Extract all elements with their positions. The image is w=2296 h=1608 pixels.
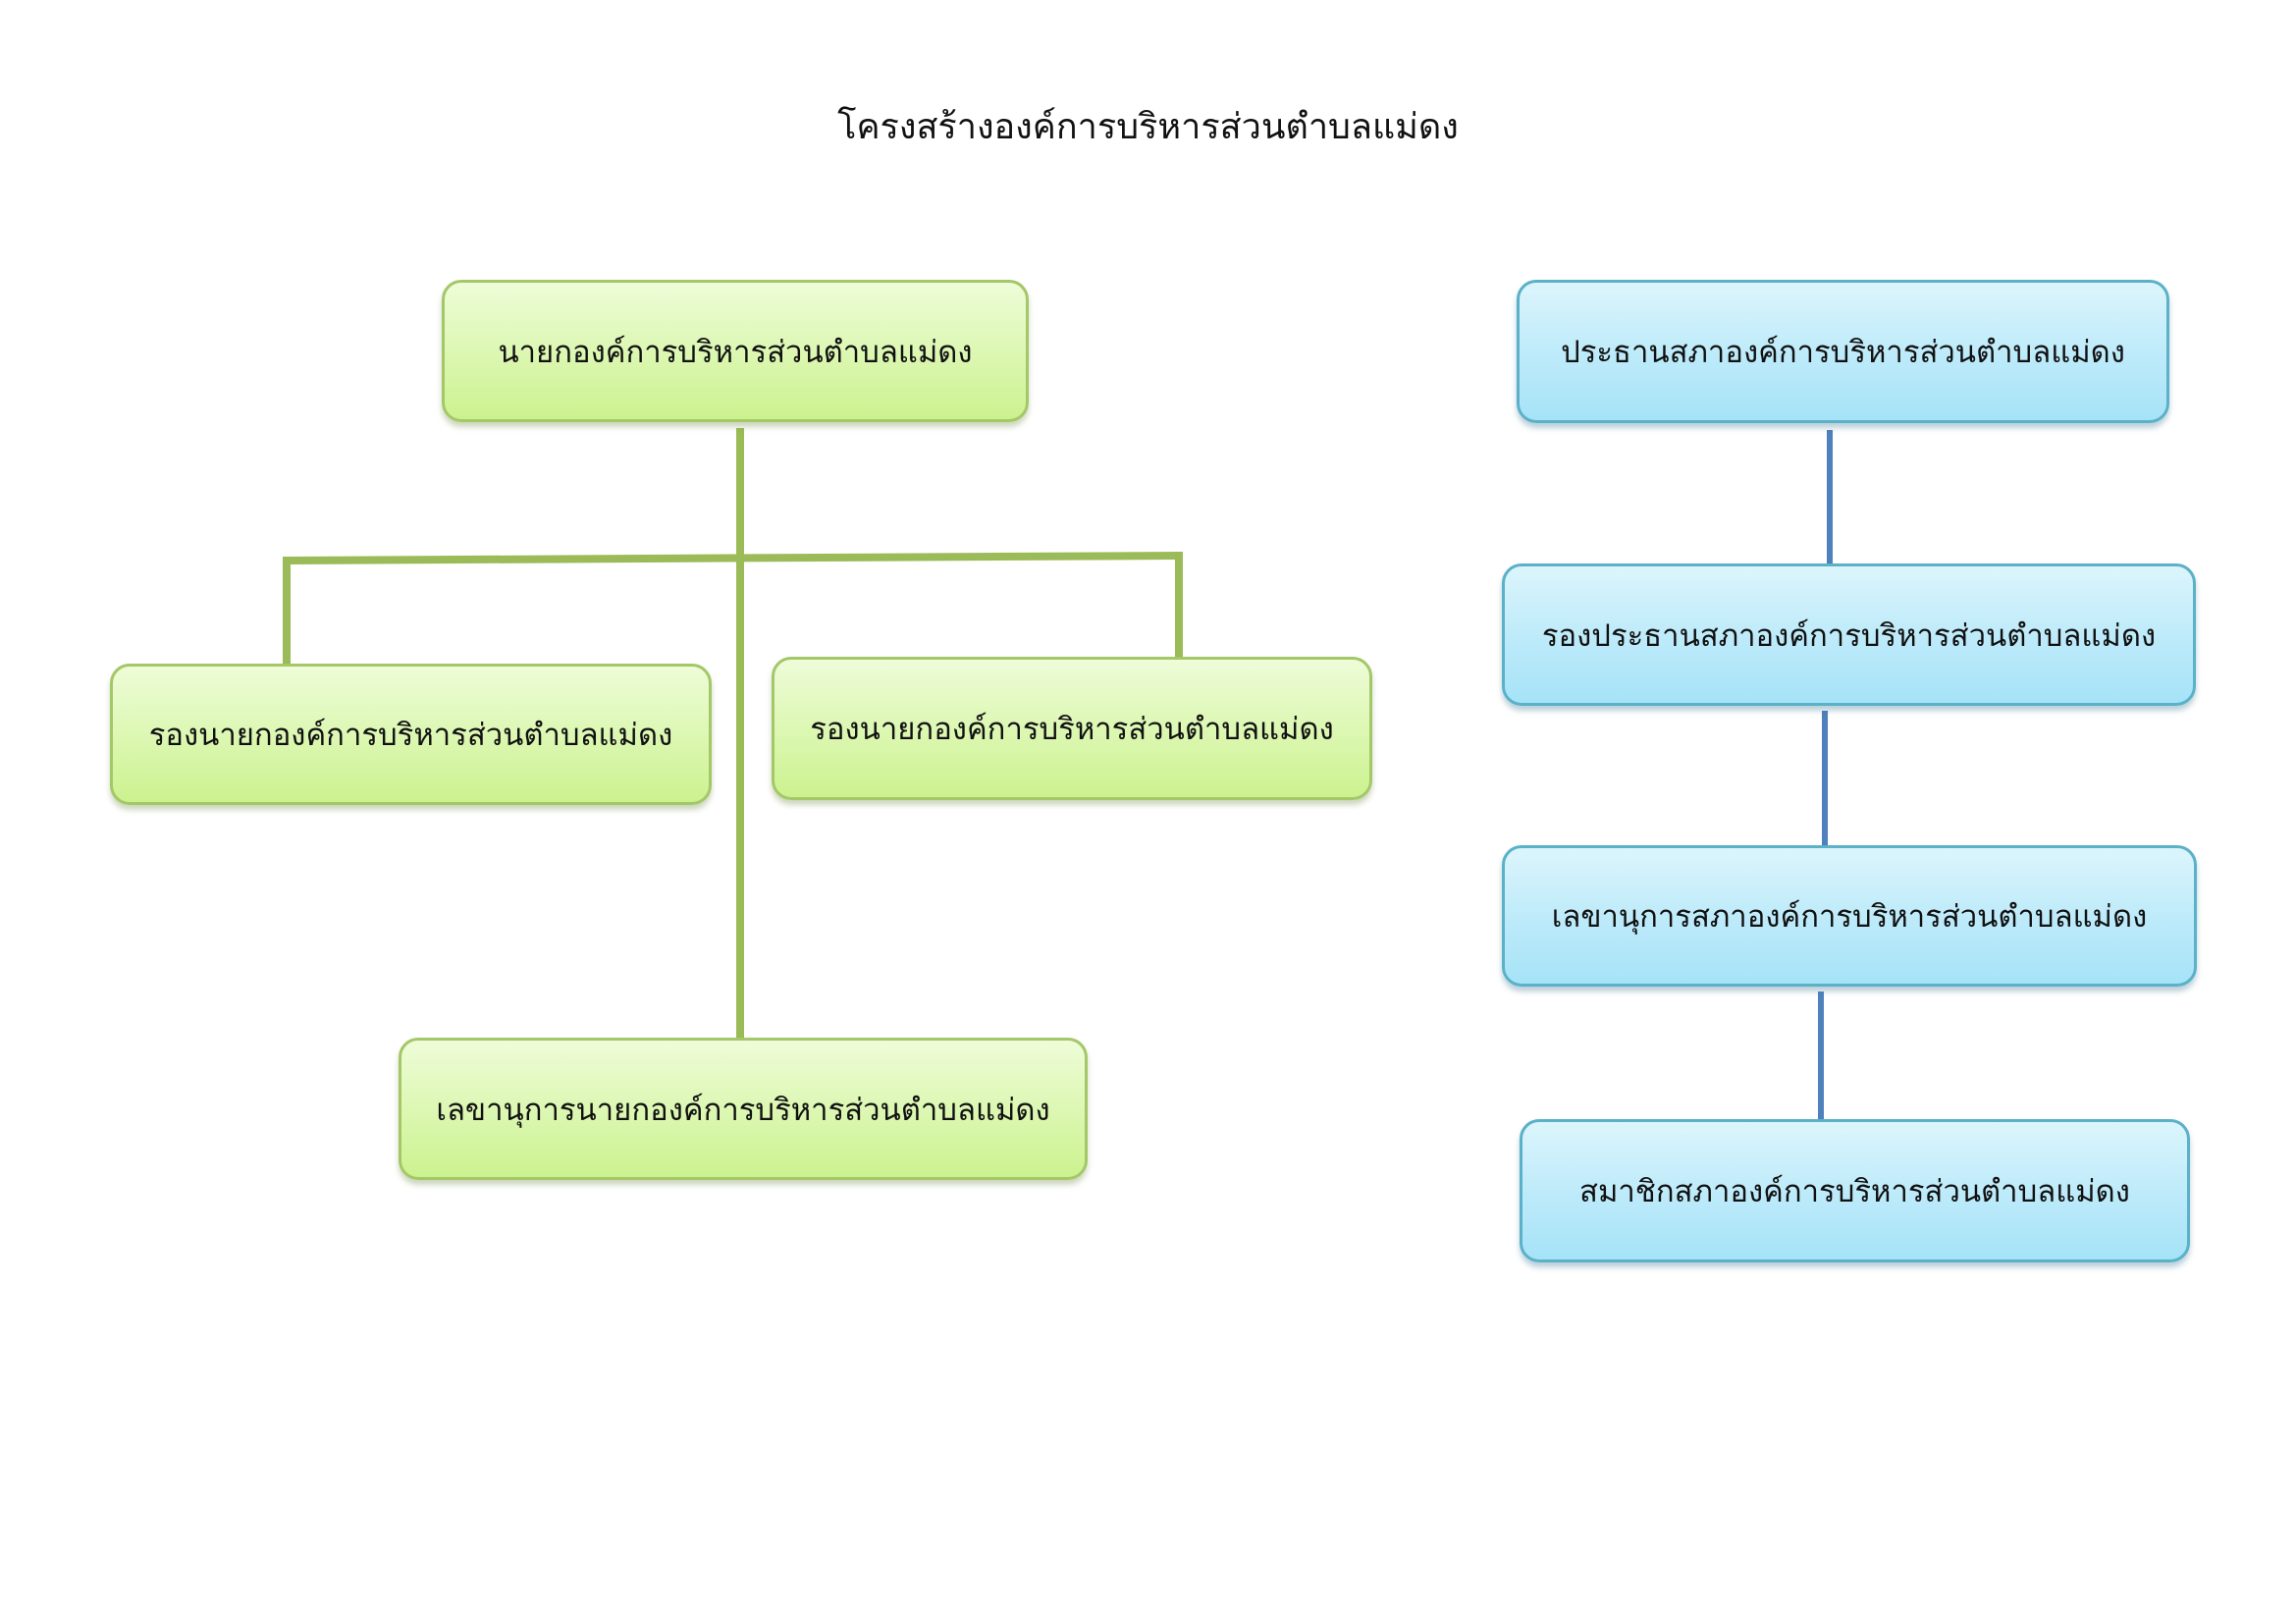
page-title: โครงสร้างองค์การบริหารส่วนตำบลแม่ดง <box>837 107 1459 147</box>
council-secretary-label: เลขานุการสภาองค์การบริหารส่วนตำบลแม่ดง <box>1551 899 2148 935</box>
box-executive-head: นายกองค์การบริหารส่วนตำบลแม่ดง <box>442 280 1029 422</box>
box-council-secretary: เลขานุการสภาองค์การบริหารส่วนตำบลแม่ดง <box>1502 845 2197 987</box>
box-council-member: สมาชิกสภาองค์การบริหารส่วนตำบลแม่ดง <box>1520 1119 2190 1262</box>
box-executive-deputy-left: รองนายกองค์การบริหารส่วนตำบลแม่ดง <box>110 664 712 805</box>
box-executive-deputy-right: รองนายกองค์การบริหารส่วนตำบลแม่ดง <box>772 657 1372 800</box>
box-council-vice-president: รองประธานสภาองค์การบริหารส่วนตำบลแม่ดง <box>1502 563 2196 706</box>
executive-deputy-right-label: รองนายกองค์การบริหารส่วนตำบลแม่ดง <box>810 712 1334 747</box>
box-council-president: ประธานสภาองค์การบริหารส่วนตำบลแม่ดง <box>1517 280 2169 423</box>
executive-connectors <box>283 428 1183 1038</box>
executive-secretary-label: เลขานุการนายกองค์การบริหารส่วนตำบลแม่ดง <box>436 1092 1050 1128</box>
council-member-label: สมาชิกสภาองค์การบริหารส่วนตำบลแม่ดง <box>1579 1174 2130 1209</box>
council-connectors <box>1818 430 1833 1121</box>
box-executive-secretary: เลขานุการนายกองค์การบริหารส่วนตำบลแม่ดง <box>399 1038 1088 1180</box>
council-vice-president-label: รองประธานสภาองค์การบริหารส่วนตำบลแม่ดง <box>1541 617 2157 654</box>
executive-deputy-left-label: รองนายกองค์การบริหารส่วนตำบลแม่ดง <box>148 718 673 753</box>
council-president-label: ประธานสภาองค์การบริหารส่วนตำบลแม่ดง <box>1561 335 2125 370</box>
executive-head-label: นายกองค์การบริหารส่วนตำบลแม่ดง <box>498 334 973 370</box>
connector-deputy-branch <box>286 552 1183 564</box>
